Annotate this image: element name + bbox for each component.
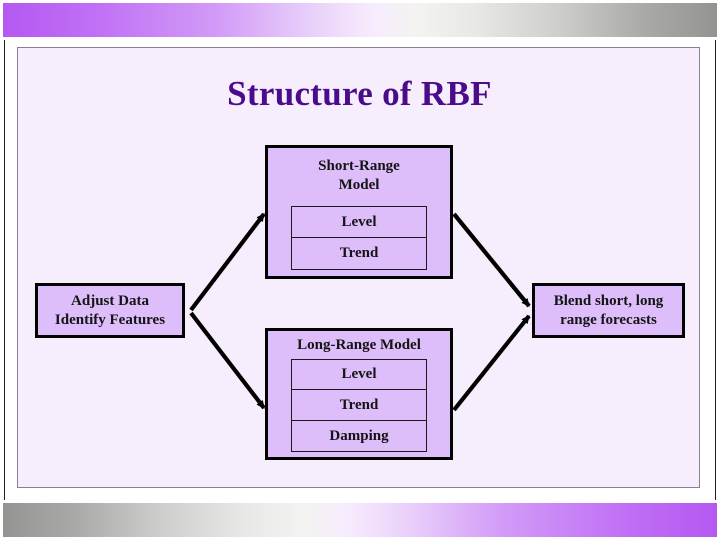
- short-range-component-list: Level Trend: [291, 206, 427, 270]
- arrow-short-range-to-blend: [452, 212, 531, 308]
- node-short-range-line2: Model: [338, 176, 380, 193]
- node-short-range-label: Short-Range Model: [268, 148, 450, 195]
- right-frame-rule: [715, 40, 716, 500]
- node-short-range-line1: Short-Range: [318, 158, 400, 174]
- bottom-gradient-bar: [3, 503, 717, 537]
- content-panel: Structure of RBF Adjust Data Identify Fe…: [17, 47, 700, 488]
- node-adjust-line2: Identify Features: [54, 311, 166, 328]
- short-range-item-level[interactable]: Level: [291, 206, 427, 238]
- long-range-item-level[interactable]: Level: [291, 359, 427, 390]
- node-long-range-line1: Long-Range Model: [297, 337, 421, 353]
- node-blend-line1: Blend short, long: [553, 292, 664, 309]
- arrow-adjust-to-long-range: [189, 311, 266, 410]
- long-range-item-damping[interactable]: Damping: [291, 421, 427, 452]
- node-adjust-label: Adjust Data Identify Features: [38, 292, 182, 330]
- page-title: Structure of RBF: [227, 74, 492, 113]
- node-long-range-model[interactable]: Long-Range Model Level Trend Damping: [265, 328, 453, 460]
- node-short-range-model[interactable]: Short-Range Model Level Trend: [265, 145, 453, 279]
- top-gradient-bar: [3, 3, 717, 37]
- node-blend-line2: range forecasts: [560, 311, 657, 328]
- node-adjust-data[interactable]: Adjust Data Identify Features: [35, 283, 185, 338]
- arrow-adjust-to-short-range: [189, 212, 266, 312]
- long-range-component-list: Level Trend Damping: [291, 359, 427, 452]
- long-range-item-trend[interactable]: Trend: [291, 390, 427, 421]
- node-long-range-label: Long-Range Model: [268, 331, 450, 355]
- arrow-long-range-to-blend: [452, 314, 531, 412]
- node-adjust-line1: Adjust Data: [71, 292, 149, 309]
- node-blend-label: Blend short, long range forecasts: [535, 292, 682, 330]
- short-range-item-trend[interactable]: Trend: [291, 238, 427, 270]
- arrow-layer: [189, 212, 531, 412]
- left-frame-rule: [4, 40, 5, 500]
- node-blend-forecasts[interactable]: Blend short, long range forecasts: [532, 283, 685, 338]
